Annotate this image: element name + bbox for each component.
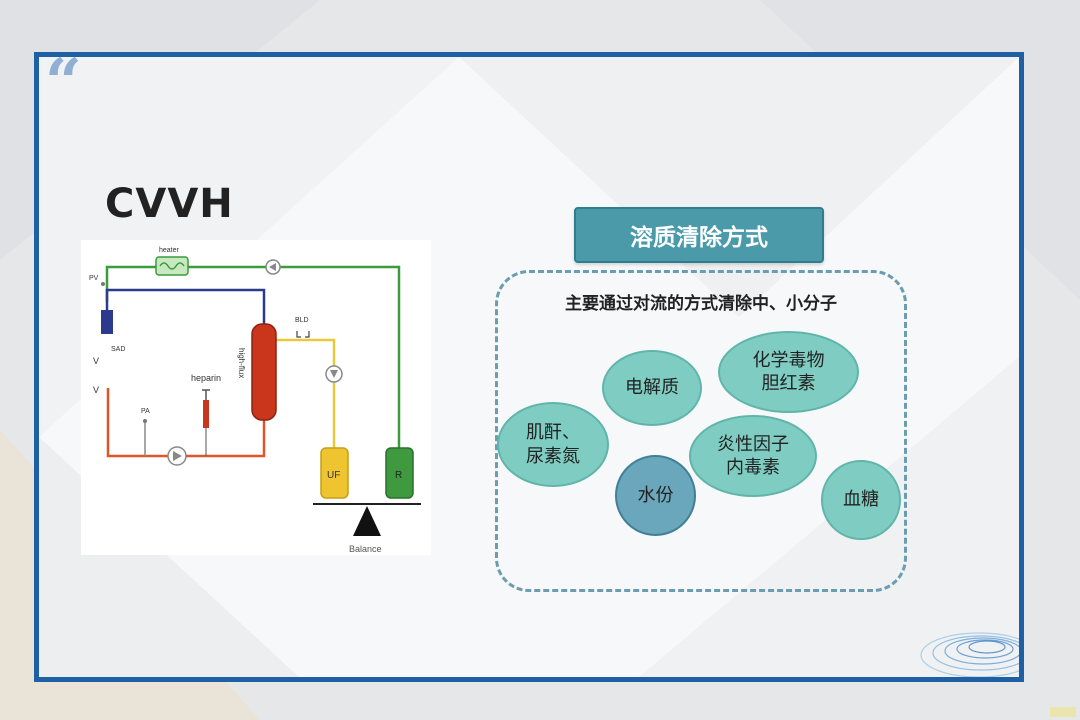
heater-label: heater: [159, 247, 180, 254]
hemofilter-icon: [251, 323, 277, 421]
bld-label: BLD: [295, 317, 309, 324]
cvvh-circuit-diagram: heater PV SAD V V PA: [81, 240, 431, 555]
v-label-1: V: [93, 356, 99, 366]
venous-chamber-icon: [101, 310, 113, 334]
bubble-creatinine-urea-label: 肌酐、 尿素氮: [526, 422, 580, 467]
sad-label: SAD: [111, 346, 125, 353]
bubble-electrolytes: 电解质: [602, 350, 702, 426]
corner-tag: [1050, 707, 1076, 717]
bubble-water-label: 水份: [637, 484, 674, 506]
pa-label: PA: [141, 408, 150, 415]
bubble-chemical-toxins: 化学毒物 胆红素: [718, 331, 859, 413]
bubble-creatinine-urea: 肌酐、 尿素氮: [497, 402, 609, 487]
swirl-logo-icon: [920, 632, 1019, 677]
pv-sensor-icon: [101, 282, 105, 286]
bubble-electrolytes-label: 电解质: [625, 377, 679, 399]
balance-label: Balance: [349, 544, 382, 554]
clearance-header: 溶质清除方式: [574, 207, 824, 263]
bubble-blood-glucose-label: 血糖: [843, 489, 879, 511]
r-bag-icon: [385, 447, 414, 499]
bubble-chemical-toxins-label: 化学毒物 胆红素: [752, 349, 825, 394]
uf-pump-icon: [325, 365, 343, 383]
slide-frame: “ CVVH heater PV: [34, 52, 1024, 682]
heparin-label: heparin: [191, 373, 221, 383]
clearance-subtitle: 主要通过对流的方式清除中、小分子: [565, 294, 837, 314]
quote-icon: “: [45, 52, 82, 120]
balance-fulcrum-icon: [353, 506, 381, 536]
heparin-syringe-icon: [202, 389, 210, 456]
yellow-uf-line: [276, 338, 336, 448]
bubble-water: 水份: [615, 455, 696, 536]
blue-venous-line: [105, 288, 266, 328]
uf-label: UF: [327, 470, 340, 481]
clearance-panel: [495, 270, 907, 592]
heater-icon: [155, 256, 189, 276]
r-label: R: [395, 470, 402, 481]
blood-pump-icon: [167, 446, 187, 466]
red-arterial-line: [106, 388, 266, 458]
bubble-blood-glucose: 血糖: [821, 460, 901, 540]
slide-title: CVVH: [105, 181, 234, 227]
uf-bag-icon: [320, 447, 349, 499]
v-label-2: V: [93, 385, 99, 395]
bubble-inflammatory-factors-label: 炎性因子 内毒素: [717, 433, 789, 478]
bld-detector-icon: [296, 331, 310, 338]
return-pump-icon: [265, 259, 281, 275]
green-return-line: [105, 265, 401, 448]
bubble-inflammatory-factors: 炎性因子 内毒素: [689, 415, 817, 497]
pa-sensor-icon: [143, 419, 147, 423]
pv-label: PV: [89, 275, 99, 282]
filter-label: high-flux: [237, 348, 246, 378]
